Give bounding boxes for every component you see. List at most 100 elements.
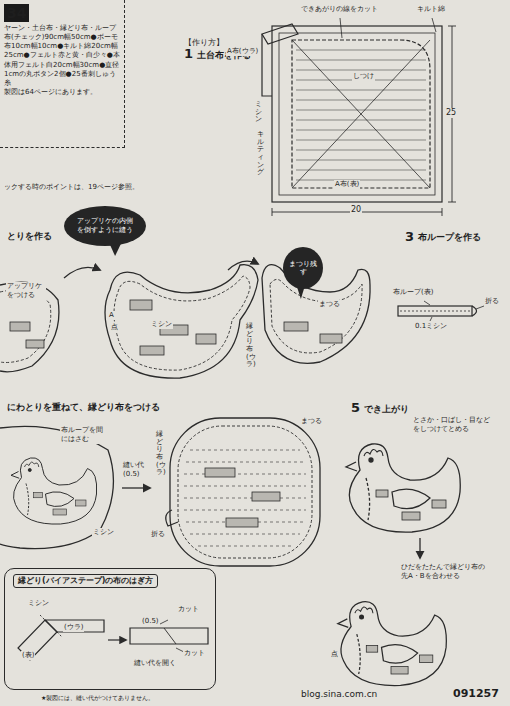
finished-figures <box>346 444 460 532</box>
step-heading: でき上がり <box>363 404 410 415</box>
annotation-label: 縁どり布(ウラ) <box>246 322 253 370</box>
annotation-label: アップリケをつける <box>6 282 46 300</box>
bias-tape-joining-figure <box>108 639 126 640</box>
step-number: 5 <box>350 400 361 416</box>
base-cloth-figure <box>296 50 426 180</box>
annotation-label: ミシン <box>92 528 115 537</box>
base-cloth-figure <box>262 34 272 96</box>
inset-box: 縁どり(バイアステープ)の布のはぎ方ミシン (ウラ) (表) カット (0.5) 縫い代を… <box>4 568 216 690</box>
step-heading: にわとりを重ねて、縁どり布をつける <box>6 402 161 413</box>
speech-bubble: まつり残す <box>282 246 324 290</box>
annotation-label: 点 <box>110 323 119 332</box>
annotation-label: カット <box>177 605 200 614</box>
bias-tape-joining-figure <box>130 628 208 644</box>
binding-figures <box>64 267 100 278</box>
bubble-text: まつり残す <box>289 260 317 277</box>
base-cloth-figure <box>340 18 436 38</box>
step-number: 091257 <box>452 687 500 701</box>
annotation-label: 布ループ(表) <box>392 288 434 297</box>
step-number: 3 <box>404 229 415 245</box>
annotation-label: A布(表) <box>334 180 360 189</box>
loop-figure <box>398 301 484 321</box>
bias-tape-joining-figure <box>160 620 184 652</box>
assembly-figures <box>184 450 306 546</box>
annotation-label: まつる <box>318 300 341 309</box>
annotation-label: 0.1ミシン <box>414 322 448 331</box>
annotation-label: ひだをたたんで縁どり布の先A・Bを合わせる <box>400 563 488 581</box>
annotation-label: まつる <box>300 417 323 426</box>
annotation-label: 折る <box>484 297 500 306</box>
base-cloth-figure <box>292 40 430 188</box>
annotation-label: ミシン <box>255 100 262 125</box>
assembly-figures <box>122 487 150 488</box>
base-cloth-figure <box>272 26 442 202</box>
page-number: 34 <box>4 4 29 22</box>
annotation-label: カット <box>183 649 206 658</box>
annotation-label: ミシン <box>27 599 50 608</box>
annotation-label: 布ループを間にはさむ <box>60 426 104 444</box>
binding-figures <box>114 276 250 370</box>
assembly-figures <box>11 458 97 524</box>
assembly-figures <box>166 510 178 526</box>
annotation-label: 縫い代(0.5) <box>122 461 154 479</box>
binding-figures <box>196 334 216 344</box>
annotation-label: (表) <box>21 651 35 660</box>
binding-figures <box>26 340 44 348</box>
annotation-label: blog.sina.com.cn <box>300 689 378 700</box>
binding-figures <box>228 261 258 270</box>
annotation-label: ミシン <box>150 320 173 329</box>
annotation-label: キルティング <box>257 130 264 178</box>
bubble-text: アップリケの内側を倒すように縫う <box>75 217 135 235</box>
binding-figures <box>130 300 152 310</box>
base-cloth-figure <box>292 40 430 188</box>
binding-figures <box>0 290 51 363</box>
annotation-label: (ウラ) <box>63 623 84 632</box>
step-heading: とりを作る <box>6 231 53 242</box>
annotation-label: 20 <box>350 205 362 215</box>
binding-figures <box>105 265 258 379</box>
loop-figure <box>424 301 484 321</box>
annotation-label: しつけ <box>352 72 375 81</box>
base-cloth-figure <box>262 24 298 44</box>
base-cloth-figure <box>262 18 456 216</box>
annotation-label: A布(ウラ) <box>226 47 259 56</box>
annotation-label: ックする時のポイントは、19ページ参照。 <box>3 183 140 192</box>
binding-figures <box>320 334 342 343</box>
assembly-figures <box>178 426 312 558</box>
loop-figure <box>400 311 470 312</box>
binding-figures <box>140 346 164 355</box>
assembly-figures <box>252 492 280 501</box>
annotation-label: 縫い代を開く <box>133 659 177 668</box>
annotation-label: キルト綿 <box>416 5 446 14</box>
annotation-label: A <box>108 311 115 320</box>
materials-box: 34 ヤーン・土台布・縁どり布・ループ布(チェック)90cm幅50cm●ボーモ布1… <box>0 0 125 148</box>
annotation-label: 縁どり布(ウラ) <box>156 430 163 478</box>
bias-tape-joining-figure <box>40 615 62 637</box>
annotation-label: できあがりの線をカット <box>300 5 379 14</box>
annotation-label: 折る <box>150 530 166 539</box>
inset-title: 縁どり(バイアステープ)の布のはぎ方 <box>13 574 158 588</box>
assembly-figures <box>205 468 235 477</box>
speech-bubble: アップリケの内側を倒すように縫う <box>63 205 147 247</box>
base-cloth-figure <box>279 33 435 195</box>
assembly-figures <box>0 418 320 566</box>
annotation-label: 点 <box>330 650 339 659</box>
note-text: 製図は64ページにあります。 <box>4 88 120 97</box>
materials-text: ヤーン・土台布・縁どり布・ループ布(チェック)90cm幅50cm●ボーモ布10c… <box>4 24 120 88</box>
binding-figures <box>10 322 30 331</box>
loop-figure <box>398 306 472 316</box>
finished-figures <box>338 602 447 686</box>
bubble-body <box>283 247 323 289</box>
annotation-label: 25 <box>445 108 457 118</box>
bubble-body <box>64 206 146 246</box>
binding-figures <box>284 322 308 331</box>
loop-figure <box>472 306 477 316</box>
step-number: 1 <box>183 46 194 62</box>
annotation-label: (0.5) <box>141 617 160 626</box>
assembly-figures <box>226 518 258 527</box>
binding-figures <box>0 282 59 372</box>
step-heading: 布ループを作る <box>417 232 482 243</box>
assembly-figures <box>170 418 320 566</box>
bias-tape-joining-figure <box>164 628 176 644</box>
